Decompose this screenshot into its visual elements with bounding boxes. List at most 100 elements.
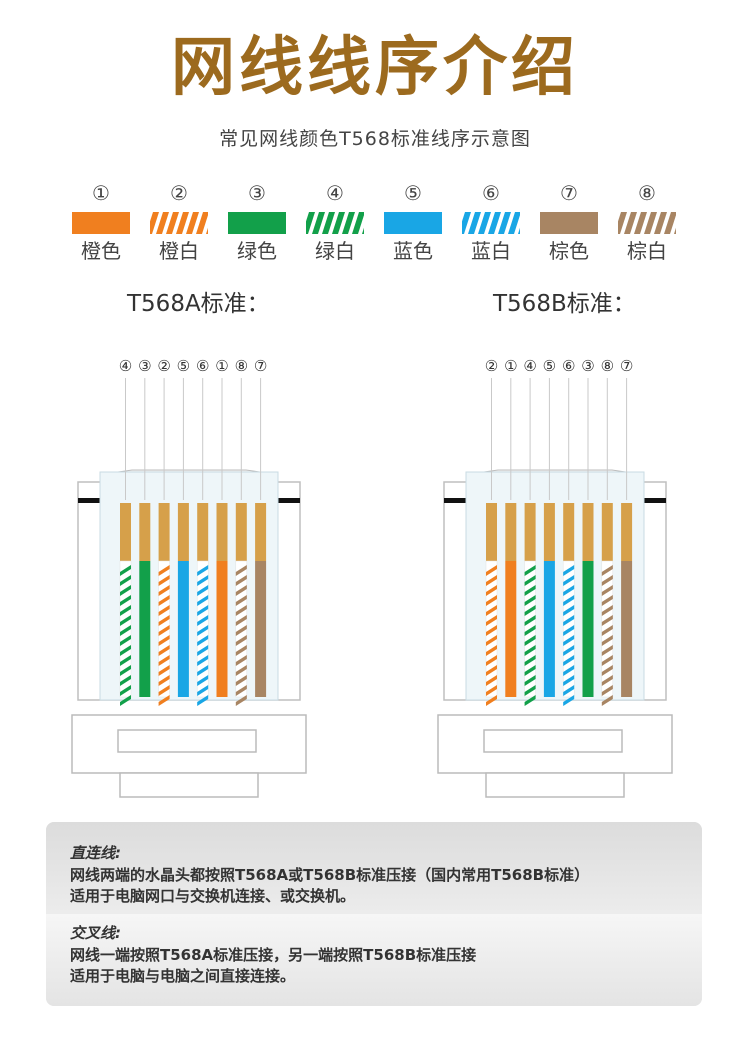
wire-stripe	[120, 695, 131, 706]
gold-contact	[216, 503, 228, 561]
legend-label: 棕白	[627, 239, 667, 263]
wire-stripe	[120, 625, 131, 636]
wire-stripe	[158, 695, 170, 706]
wire-stripe	[563, 665, 575, 676]
wire-stripe	[235, 685, 247, 696]
wire-stripe	[486, 645, 497, 656]
t568a-title: T568A标准：	[127, 291, 270, 317]
wire-stripe	[524, 675, 536, 686]
wire-stripe	[524, 595, 536, 606]
legend-number: ⑦	[560, 181, 578, 205]
wire-stripe	[486, 575, 497, 586]
gold-contact	[601, 503, 613, 561]
wire-stripe	[235, 645, 247, 656]
wire-number-label: ④	[523, 357, 536, 375]
wire-stripe	[235, 655, 247, 666]
wire-stripe	[158, 665, 170, 676]
wire-stripe	[197, 565, 209, 576]
wire-stripe	[563, 645, 575, 656]
legend-number: ⑧	[638, 181, 656, 205]
wire-stripe	[601, 595, 613, 606]
info-box: 直连线: 网线两端的水晶头都按照T568A或T568B标准压接（国内常用T568…	[46, 822, 702, 1006]
straight-cable-line1: 网线两端的水晶头都按照T568A或T568B标准压接（国内常用T568B标准）	[70, 866, 590, 884]
gold-contact	[486, 503, 497, 561]
wire-stripe	[158, 685, 170, 696]
wire-stripe	[486, 625, 497, 636]
cross-cable-line2: 适用于电脑与电脑之间直接连接。	[70, 967, 296, 985]
legend-label: 蓝白	[471, 239, 511, 263]
wire-stripe	[120, 585, 131, 596]
wire-number-label: ③	[581, 357, 594, 375]
legend-swatch	[618, 212, 676, 234]
wire-stripe	[486, 695, 497, 706]
wire-stripe	[563, 605, 575, 616]
wire-stripe	[120, 665, 131, 676]
wire-stripe	[601, 665, 613, 676]
gold-contact	[120, 503, 131, 561]
straight-cable-section: 直连线: 网线两端的水晶头都按照T568A或T568B标准压接（国内常用T568…	[46, 822, 702, 914]
wire-stripe	[563, 695, 575, 706]
wire-stripe	[158, 605, 170, 616]
wire-stripe	[197, 665, 209, 676]
wire-stripe	[563, 595, 575, 606]
wire-stripe	[197, 625, 209, 636]
wire-stripe	[486, 585, 497, 596]
straight-cable-line2: 适用于电脑网口与交换机连接、或交换机。	[70, 887, 356, 905]
wire-stripe	[486, 675, 497, 686]
legend-number: ④	[326, 181, 344, 205]
legend-number: ②	[170, 181, 188, 205]
wire-stripe	[197, 675, 209, 686]
legend-label: 蓝色	[393, 239, 433, 263]
wire-stripe	[158, 655, 170, 666]
wire-stripe	[197, 685, 209, 696]
wire-stripe	[486, 615, 497, 626]
wire-stripe	[524, 655, 536, 666]
wire-stripe	[486, 635, 497, 646]
wire-stripe	[235, 625, 247, 636]
gold-contact	[563, 503, 575, 561]
wire-stripe	[120, 595, 131, 606]
wire-stripe	[601, 655, 613, 666]
wire-stripe	[158, 675, 170, 686]
wire-number-label: ②	[157, 357, 170, 375]
wire-stripe	[524, 635, 536, 646]
legend-item: ⑧ 棕白	[608, 180, 686, 270]
wire-stripe	[486, 605, 497, 616]
wire-stripe	[563, 635, 575, 646]
gold-contact	[177, 503, 189, 561]
cross-cable-line1: 网线一端按照T568A标准压接，另一端按照T568B标准压接	[70, 946, 477, 964]
wire-stripe	[601, 645, 613, 656]
wire-stripe	[524, 575, 536, 586]
wire-stripe	[601, 585, 613, 596]
wire-stripe	[158, 635, 170, 646]
legend-swatch	[228, 212, 286, 234]
gold-contact	[524, 503, 536, 561]
wire-stripe	[486, 665, 497, 676]
wire-solid	[216, 561, 228, 697]
wire-stripe	[197, 605, 209, 616]
wire-stripe	[524, 645, 536, 656]
wire-number-label: ④	[119, 357, 132, 375]
wire-stripe	[524, 695, 536, 706]
wire-stripe	[120, 565, 131, 576]
wire-number-label: ③	[138, 357, 151, 375]
gold-contact	[255, 503, 267, 561]
legend-item: ⑥ 蓝白	[452, 180, 530, 270]
wire-stripe	[235, 575, 247, 586]
wire-stripe	[120, 645, 131, 656]
wire-stripe	[120, 675, 131, 686]
wire-stripe	[158, 575, 170, 586]
wire-stripe	[120, 655, 131, 666]
gold-contact	[197, 503, 209, 561]
legend-number: ⑥	[482, 181, 500, 205]
wire-stripe	[158, 645, 170, 656]
wire-stripe	[563, 675, 575, 686]
legend-number: ①	[92, 181, 110, 205]
gold-contact	[505, 503, 517, 561]
wire-stripe	[563, 585, 575, 596]
legend-number: ③	[248, 181, 266, 205]
